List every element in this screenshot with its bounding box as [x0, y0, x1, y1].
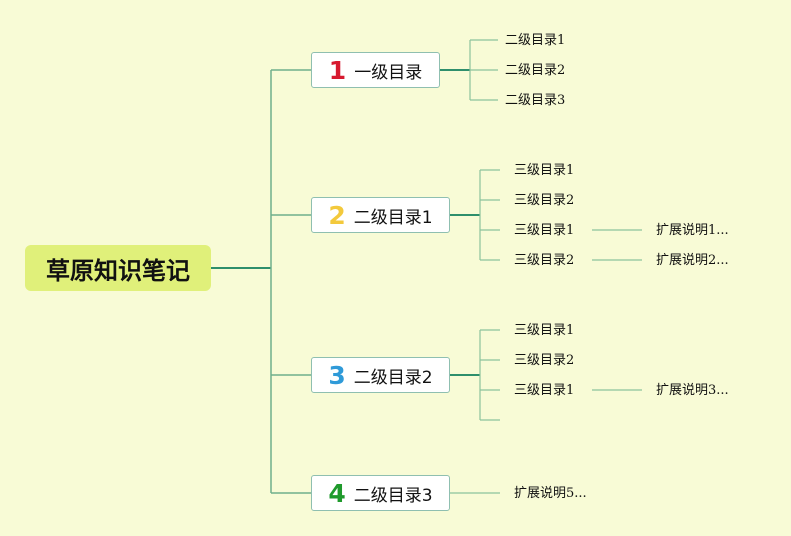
branch-label-4: 二级目录3	[353, 485, 433, 506]
branch-label-3: 二级目录2	[353, 367, 433, 388]
leaf-node[interactable]: 三级目录1	[514, 163, 575, 178]
extension-node[interactable]: 扩展说明2...	[656, 253, 729, 268]
extension-node[interactable]: 扩展说明3...	[656, 383, 729, 398]
root-label: 草原知识笔记	[46, 256, 190, 285]
extension-node[interactable]: 扩展说明5...	[514, 486, 587, 501]
leaf-node[interactable]: 二级目录1	[505, 33, 566, 48]
number-badge-1: 1	[328, 55, 347, 85]
leaf-node[interactable]: 三级目录2	[514, 253, 575, 268]
leaf-node[interactable]: 二级目录2	[505, 63, 566, 78]
branch-node-2[interactable]: 2 二级目录1	[311, 197, 450, 233]
branch-node-4[interactable]: 4 二级目录3	[311, 475, 450, 511]
leaf-node[interactable]: 三级目录2	[514, 353, 575, 368]
branch-label-2: 二级目录1	[353, 207, 433, 228]
leaf-node[interactable]: 三级目录2	[514, 193, 575, 208]
leaf-node[interactable]: 三级目录1	[514, 223, 575, 238]
branch-node-1[interactable]: 1 一级目录	[311, 52, 440, 88]
number-badge-3: 3	[328, 360, 346, 390]
root-node[interactable]: 草原知识笔记	[25, 245, 211, 291]
leaf-node[interactable]: 二级目录3	[505, 93, 566, 108]
branch-node-3[interactable]: 3 二级目录2	[311, 357, 450, 393]
leaf-node[interactable]: 三级目录1	[514, 323, 575, 338]
extension-node[interactable]: 扩展说明1...	[656, 223, 729, 238]
leaf-node[interactable]: 三级目录1	[514, 383, 575, 398]
branch-label-1: 一级目录	[354, 62, 423, 83]
number-badge-4: 4	[328, 478, 346, 508]
number-badge-2: 2	[328, 200, 346, 230]
